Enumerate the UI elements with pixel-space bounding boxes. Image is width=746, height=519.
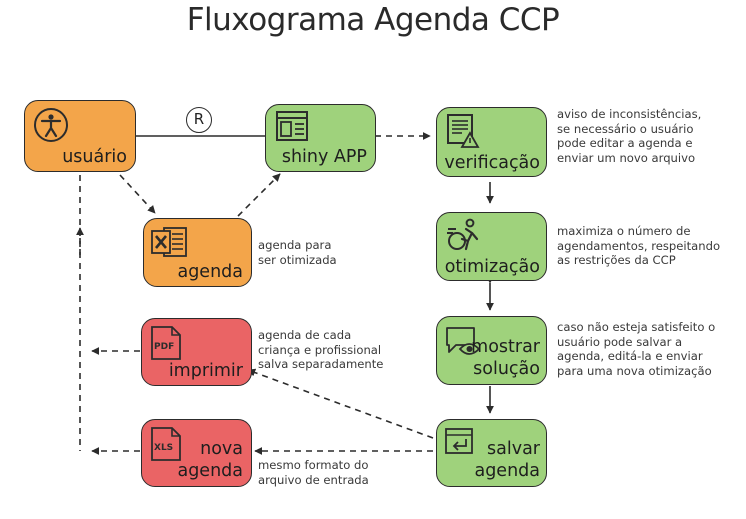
- excel-file-icon: [151, 227, 187, 257]
- note-mostrar: caso não esteja satisfeito o usuário pod…: [557, 320, 715, 378]
- note-line: arquivo de entrada: [258, 472, 369, 487]
- note-line: para uma nova otimização: [557, 363, 712, 378]
- salvar-imprimir-arrow: [247, 368, 434, 439]
- node-nova-label-line1: nova: [200, 439, 243, 459]
- node-salvar-label-line1: salvar: [487, 439, 540, 459]
- xls-file-icon: XLS: [151, 427, 181, 461]
- xls-file-tag: XLS: [154, 443, 173, 453]
- app-layout-icon: [276, 111, 308, 141]
- node-shiny-label: shiny APP: [281, 147, 367, 167]
- node-imprimir[interactable]: PDF imprimir: [141, 318, 252, 386]
- node-usuario[interactable]: usuário: [24, 100, 136, 172]
- note-line: enviar um novo arquivo: [557, 150, 696, 165]
- usuario-agenda-arrow: [119, 174, 156, 214]
- node-mostrar-label-line1: mostrar: [471, 337, 540, 357]
- node-mostrar-solucao[interactable]: mostrar solução: [436, 316, 547, 385]
- note-line: agendamentos, respeitando: [557, 238, 721, 253]
- document-warning-icon: [447, 114, 480, 148]
- node-shiny-app[interactable]: shiny APP: [265, 104, 376, 172]
- agenda-shiny-arrow: [237, 173, 281, 217]
- note-line: agenda, editá-la e enviar: [557, 349, 703, 363]
- node-nova-label-line2: agenda: [177, 461, 243, 481]
- node-verificacao-label: verificação: [444, 153, 540, 173]
- note-agenda: agenda para ser otimizada: [258, 238, 337, 267]
- pdf-file-tag: PDF: [154, 342, 174, 352]
- node-salvar-label-line2: agenda: [474, 461, 540, 481]
- pdf-file-icon: PDF: [151, 326, 181, 360]
- note-line: maximiza o número de: [557, 224, 691, 238]
- note-line: criança e profissional: [258, 342, 382, 357]
- accessibility-person-icon: [34, 108, 68, 142]
- note-line: salva separadamente: [258, 357, 384, 371]
- note-line: as restrições da CCP: [557, 253, 676, 267]
- note-line: usuário pode salvar a: [557, 334, 683, 349]
- note-line: agenda de cada: [258, 328, 352, 342]
- note-line: ser otimizada: [258, 252, 337, 267]
- connector-r-mark: R: [186, 107, 212, 133]
- node-nova-agenda[interactable]: XLS nova agenda: [141, 419, 252, 487]
- note-line: aviso de inconsistências,: [557, 107, 702, 121]
- node-otimizacao[interactable]: otimização: [436, 212, 547, 281]
- node-verificacao[interactable]: verificação: [436, 107, 547, 177]
- note-otimizacao: maximiza o número de agendamentos, respe…: [557, 224, 720, 268]
- node-usuario-label: usuário: [62, 147, 127, 167]
- window-enter-icon: [445, 428, 473, 454]
- diagram-title: Fluxograma Agenda CCP: [186, 2, 560, 38]
- node-agenda-label: agenda: [177, 262, 243, 282]
- note-line: se necessário o usuário: [557, 121, 694, 136]
- note-nova-agenda: mesmo formato do arquivo de entrada: [258, 458, 369, 487]
- note-verificacao: aviso de inconsistências, se necessário …: [557, 107, 701, 165]
- chat-eye-icon: [446, 327, 481, 355]
- note-line: agenda para: [258, 238, 332, 252]
- node-agenda[interactable]: agenda: [143, 218, 252, 287]
- node-imprimir-label: imprimir: [168, 361, 243, 381]
- node-salvar-agenda[interactable]: salvar agenda: [436, 419, 547, 487]
- node-otimizacao-label: otimização: [444, 257, 540, 277]
- note-line: mesmo formato do: [258, 458, 369, 472]
- note-line: caso não esteja satisfeito o: [557, 320, 716, 334]
- running-person-icon: [447, 218, 479, 251]
- note-line: pode editar a agenda e: [557, 136, 693, 150]
- note-imprimir: agenda de cada criança e profissional sa…: [258, 328, 383, 372]
- node-mostrar-label-line2: solução: [473, 359, 540, 379]
